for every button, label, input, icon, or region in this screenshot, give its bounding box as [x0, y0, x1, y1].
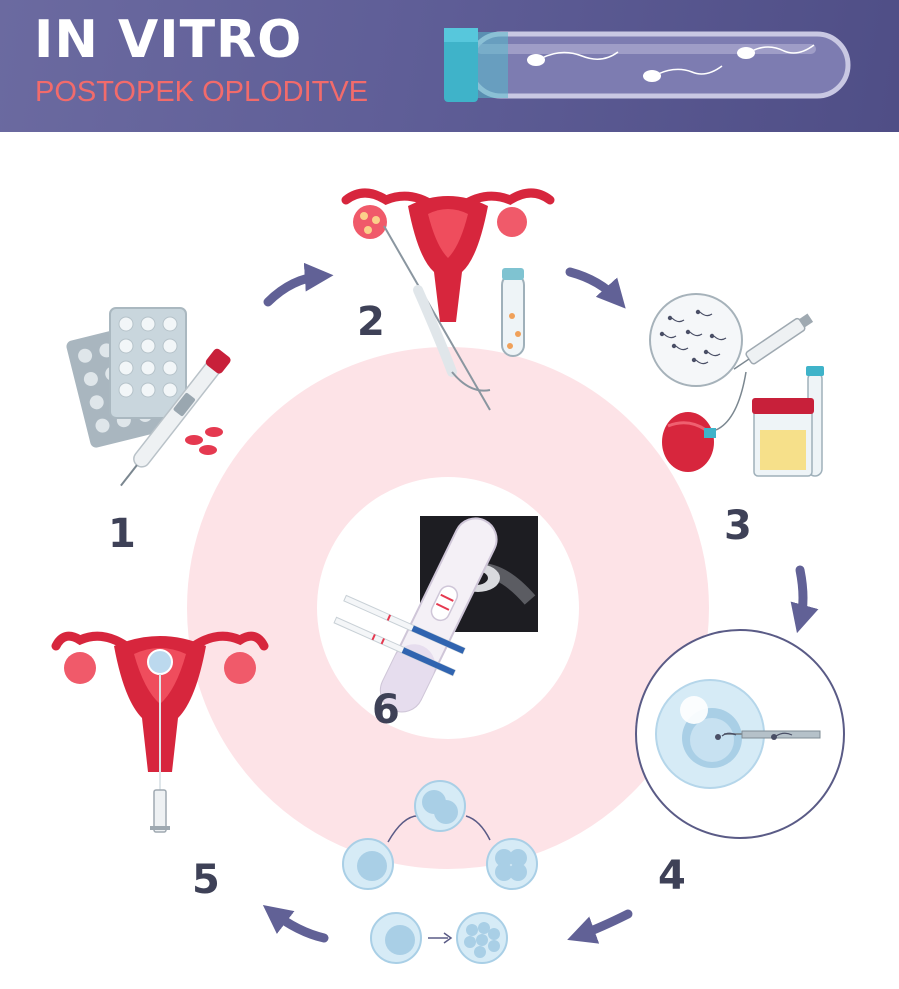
page-title: IN VITRO — [34, 10, 303, 70]
arrow-4-to-5 — [567, 909, 633, 944]
ivf-process-diagram — [51, 188, 845, 964]
test-tube-with-sperm-icon — [444, 28, 851, 102]
step-number-1: 1 — [108, 511, 136, 557]
arrow-5-out — [262, 904, 329, 943]
arrow-1-to-2 — [263, 262, 334, 307]
step-5-embryo-transfer-icon — [51, 631, 269, 833]
step-number-6: 6 — [372, 687, 400, 733]
step-1-medication-icon — [66, 307, 231, 487]
step-number-5: 5 — [192, 857, 220, 903]
step-3-sperm-collection-icon — [649, 293, 824, 477]
header-banner: IN VITRO POSTOPEK OPLODITVE — [0, 0, 899, 132]
arrow-3-to-4 — [790, 565, 819, 634]
step-number-3: 3 — [724, 503, 752, 549]
page-subtitle: POSTOPEK OPLODITVE — [35, 76, 369, 108]
step-number-4: 4 — [658, 853, 686, 899]
step-2-egg-retrieval-icon — [341, 188, 555, 411]
step-4-icsi-fertilization-icon — [635, 629, 845, 839]
arrow-2-to-3 — [565, 267, 626, 309]
step-6-pregnancy-test-icon — [333, 516, 538, 713]
step-number-2: 2 — [357, 299, 385, 345]
embryo-development-icon — [342, 780, 538, 964]
